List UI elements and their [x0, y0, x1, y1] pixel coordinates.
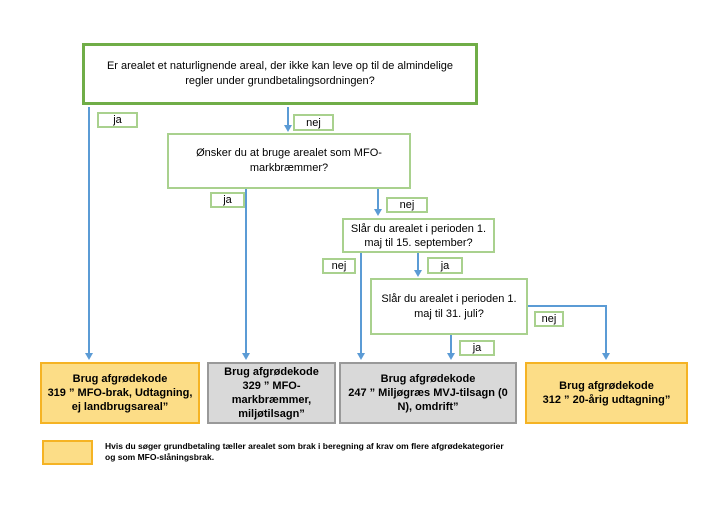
arrowhead-icon: [374, 209, 382, 216]
result-line: 247 ” Miljøgræs MVJ-tilsagn (0: [348, 387, 508, 399]
result-line: Brug afgrødekode: [559, 380, 654, 392]
arrowhead-icon: [602, 353, 610, 360]
decision-box-slaar-15-september: Slår du arealet i perioden 1. maj til 15…: [342, 218, 495, 253]
connector-nej-to-312-vertical: [605, 305, 607, 354]
connector-nej-to-q3: [377, 189, 379, 210]
result-box-329: Brug afgrødekode 329 ” MFO- markbræmmer,…: [207, 362, 336, 424]
arrowhead-icon: [242, 353, 250, 360]
question-line: maj til 15. september?: [364, 236, 473, 249]
branch-label-nej-3: nej: [322, 258, 356, 274]
question-line: Slår du arealet i perioden 1.: [350, 222, 487, 235]
result-line: ej landbrugsareal”: [71, 401, 169, 413]
connector-ja-to-q4: [417, 253, 419, 271]
result-box-319: Brug afgrødekode 319 ” MFO-brak, Udtagni…: [40, 362, 200, 424]
connector-ja-to-329: [245, 189, 247, 354]
question-line: Ønsker du at bruge arealet som MFO-: [196, 147, 382, 159]
result-line: N), omdrift”: [397, 401, 459, 413]
branch-label-ja-3: ja: [427, 257, 463, 274]
branch-label-nej-1: nej: [293, 114, 334, 131]
result-box-312: Brug afgrødekode 312 ” 20-årig udtagning…: [525, 362, 688, 424]
question-line: markbræmmer?: [249, 162, 329, 174]
connector-nej-to-312-horizontal: [528, 305, 607, 307]
question-line: Er arealet et naturlignende areal, der i…: [106, 60, 454, 72]
arrowhead-icon: [357, 353, 365, 360]
result-line: markbræmmer,: [231, 394, 312, 406]
connector-nej-to-q2: [287, 107, 289, 127]
question-line: regler under grundbetalingsordningen?: [185, 75, 375, 87]
result-line: Brug afgrødekode: [380, 373, 476, 385]
decision-box-mfo-markbraemmer: Ønsker du at bruge arealet som MFO- mark…: [167, 133, 411, 189]
result-line: Brug afgrødekode: [72, 373, 168, 385]
question-line: maj til 31. juli?: [414, 307, 484, 320]
branch-label-ja-1: ja: [97, 112, 138, 128]
arrowhead-icon: [284, 125, 292, 132]
result-box-247: Brug afgrødekode 247 ” Miljøgræs MVJ-til…: [339, 362, 517, 424]
legend-orange-swatch: [42, 440, 93, 465]
arrowhead-icon: [85, 353, 93, 360]
decision-box-slaar-31-juli: Slår du arealet i perioden 1. maj til 31…: [370, 278, 528, 335]
branch-label-ja-4: ja: [459, 340, 495, 356]
result-line: 329 ” MFO-: [242, 380, 301, 392]
legend-line: Hvis du søger grundbetaling tæller areal…: [105, 441, 504, 451]
arrowhead-icon: [414, 270, 422, 277]
result-line: 319 ” MFO-brak, Udtagning,: [47, 387, 193, 399]
decision-box-naturlignende-areal: Er arealet et naturlignende areal, der i…: [82, 43, 478, 105]
branch-label-nej-4: nej: [534, 311, 564, 327]
question-line: Slår du arealet i perioden 1.: [381, 292, 517, 305]
result-line: miljøtilsagn”: [238, 408, 305, 420]
arrowhead-icon: [447, 353, 455, 360]
result-line: Brug afgrødekode: [224, 366, 319, 378]
legend-text: Hvis du søger grundbetaling tæller areal…: [105, 441, 504, 463]
branch-label-ja-2: ja: [210, 192, 245, 208]
connector-ja-to-319: [88, 107, 90, 354]
connector-ja-to-247: [450, 335, 452, 354]
result-line: 312 ” 20-årig udtagning”: [542, 394, 671, 406]
connector-nej-to-247: [360, 253, 362, 354]
legend-line: og som MFO-slåningsbrak.: [105, 452, 215, 462]
branch-label-nej-2: nej: [386, 197, 428, 213]
